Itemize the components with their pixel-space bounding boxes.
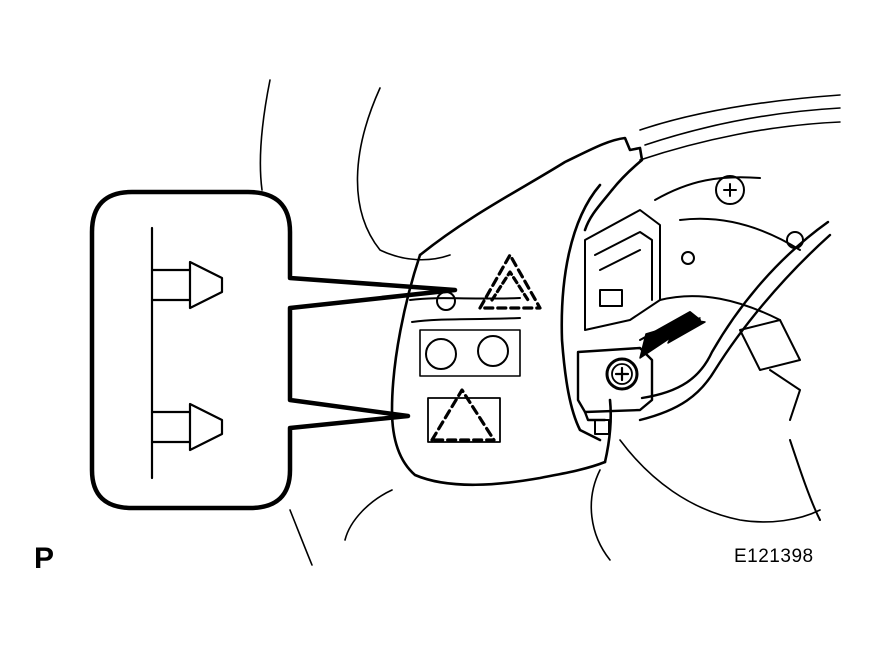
clip-detail-callout: [89, 189, 458, 511]
screw-icon: [605, 357, 639, 391]
figure-code: E121398: [734, 546, 814, 567]
control-cable: [638, 220, 832, 422]
clip-bottom: [150, 402, 224, 452]
corner-label: P: [34, 542, 55, 575]
background-contours: [259, 79, 841, 566]
panel-holes: [419, 291, 521, 377]
door-trim-panel: [390, 136, 644, 487]
mechanism-housing: [584, 175, 821, 521]
pointer-arrow-icon: [639, 311, 706, 359]
clip-position-upper: [478, 253, 542, 310]
clip-top: [150, 260, 224, 310]
clip-position-lower: [427, 388, 501, 443]
